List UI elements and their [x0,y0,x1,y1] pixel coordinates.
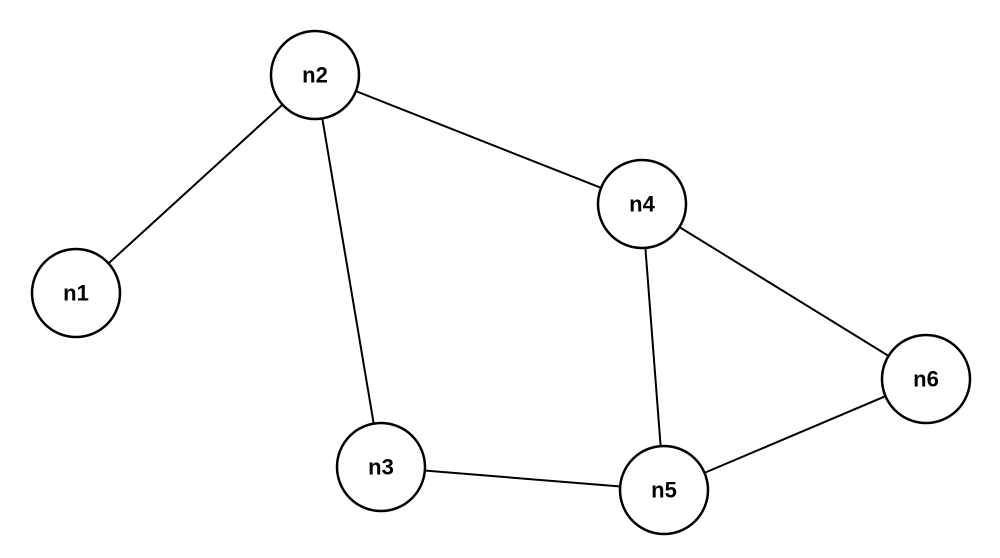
edge-n3-n5 [380,466,665,491]
edge-n1-n2 [75,74,316,294]
node-n5[interactable]: n5 [618,444,710,536]
edge-n4-n5 [641,203,665,491]
node-circle-n2[interactable] [269,29,361,121]
node-circle-n3[interactable] [335,421,427,513]
edge-n5-n6 [663,378,927,491]
node-circle-n5[interactable] [618,444,710,536]
edge-n2-n4 [314,74,643,205]
edge-n4-n6 [641,203,927,380]
node-circle-n6[interactable] [880,333,972,425]
node-circle-n4[interactable] [596,158,688,250]
edge-n2-n3 [314,74,382,468]
node-n4[interactable]: n4 [596,158,688,250]
node-n1[interactable]: n1 [30,247,122,339]
node-n2[interactable]: n2 [269,29,361,121]
node-n3[interactable]: n3 [335,421,427,513]
node-n6[interactable]: n6 [880,333,972,425]
node-circle-n1[interactable] [30,247,122,339]
